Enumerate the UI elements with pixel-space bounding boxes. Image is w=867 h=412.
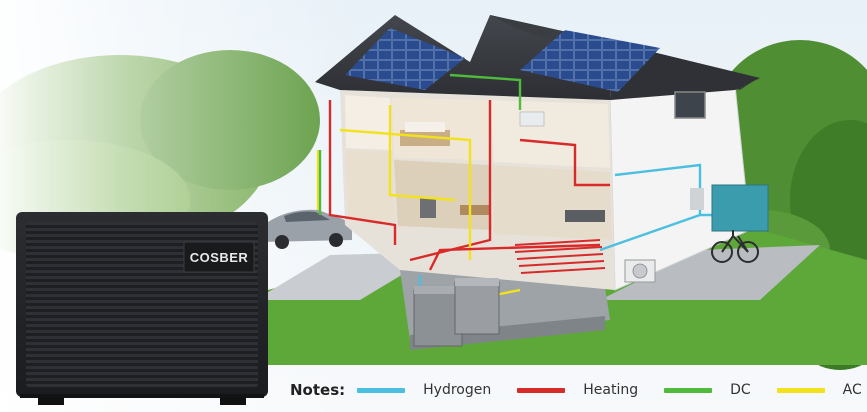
hydrogen-storage [413,278,500,347]
legend-swatch-hydrogen [357,387,406,393]
legend-swatch-dc [664,387,713,393]
legend-label-heating: Heating [583,382,639,398]
floor-heating-coil [514,239,606,274]
legend-item-heating: Heating [517,382,638,398]
legend-item-ac: AC [776,382,862,398]
brand-logo-text: COSBER [190,250,249,265]
window [674,91,706,119]
energy-lines [316,73,730,305]
solar-panel-right [520,30,660,92]
legend-label-hydrogen: Hydrogen [423,382,492,398]
legend-item-dc: DC [664,382,751,398]
bicycle [711,230,759,263]
brand-badge [183,241,255,273]
legend-title: Notes: [290,381,346,399]
legend-swatch-heating [517,387,566,393]
car [260,209,352,249]
outdoor-equipment [624,184,769,283]
solar-panel-left [345,28,465,90]
interior [345,95,612,240]
legend-label-dc: DC [730,382,751,398]
legend-label-ac: AC [842,382,862,398]
legend-item-hydrogen: Hydrogen [357,382,491,398]
heat-pump-unit: COSBER [16,212,268,405]
legend-swatch-ac [776,387,825,393]
legend: Notes: Hydrogen Heating DC AC [290,374,867,406]
patio [600,245,820,300]
